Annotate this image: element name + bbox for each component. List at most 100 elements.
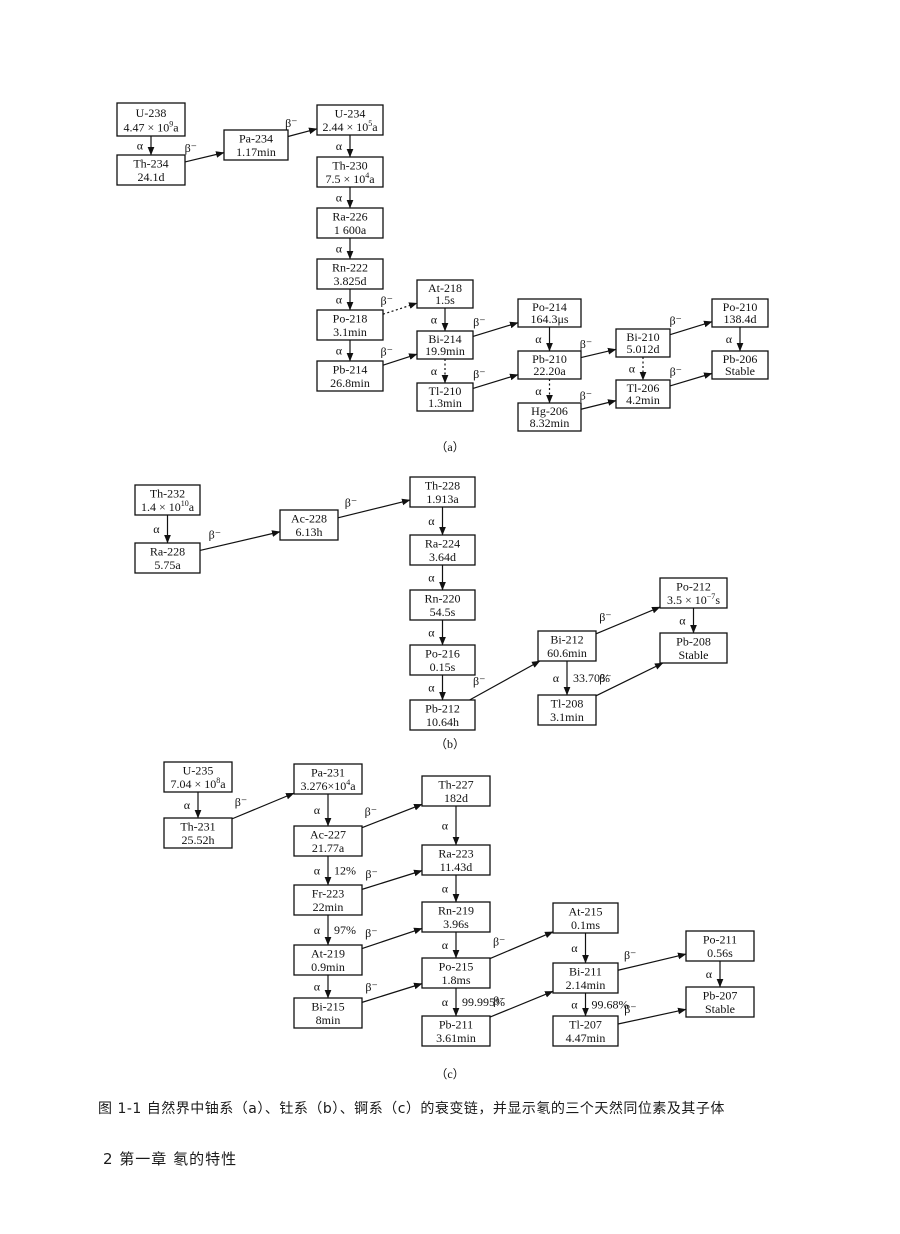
decay-arrow-th227-to-ra223: α	[442, 806, 460, 846]
nuclide-name: Po-211	[703, 933, 737, 947]
nuclide-box-frame	[316, 258, 384, 290]
nuclide-name: Th-228	[425, 479, 460, 493]
nuclide-half-life: 2.44 × 105a	[322, 119, 378, 134]
nuclide-box-frame	[416, 330, 474, 360]
decay-arrow-po216-to-pb212: α	[428, 675, 446, 701]
decay-arrow-bi210-to-tl206: α	[629, 357, 647, 381]
alpha-decay-label: α	[314, 803, 321, 817]
nuclide-box-frame	[293, 944, 363, 976]
nuclide-name: Pb-214	[333, 363, 368, 377]
decay-arrow-line	[231, 792, 295, 820]
decay-arrow-fr223-to-ra223: β⁻	[361, 867, 423, 890]
decay-arrow-line	[669, 372, 713, 387]
nuclide-box-frame	[409, 476, 476, 508]
nuclide-half-life: 5.75a	[154, 558, 181, 572]
decay-arrow-at219-to-bi215: α	[314, 975, 332, 999]
decay-arrow-ac228-to-th228: β⁻	[337, 495, 411, 519]
nuclide-name: Tl-210	[429, 384, 462, 398]
nuclide-box-frame	[293, 763, 363, 795]
nuclide-half-life: 138.4d	[724, 312, 757, 326]
decay-arrow-line	[382, 302, 418, 315]
beta-decay-label: β⁻	[285, 116, 297, 130]
nuclide-half-life: 22.20a	[533, 364, 566, 378]
nuclide-name: At-215	[569, 905, 603, 919]
nuclide-half-life: 1.17min	[236, 145, 276, 159]
decay-arrow-tl208-to-pb208: β⁻	[595, 662, 664, 697]
alpha-decay-label: α	[153, 522, 160, 536]
alpha-decay-label: α	[428, 571, 435, 585]
decay-arrow-line	[580, 399, 617, 410]
alpha-decay-label: α	[431, 364, 438, 378]
alpha-decay-label: α	[314, 864, 321, 878]
beta-decay-label: β⁻	[473, 674, 485, 688]
nuclide-box-frame	[421, 901, 491, 933]
beta-decay-label: β⁻	[365, 926, 377, 940]
alpha-decay-label: α	[428, 514, 435, 528]
nuclide-box-frame	[615, 379, 671, 409]
decay-arrow-po214-to-pb210: α	[535, 327, 553, 352]
nuclide-box-frame	[421, 844, 491, 876]
alpha-decay-label: α	[442, 938, 449, 952]
nuclide-name: Po-218	[333, 312, 368, 326]
nuclide-half-life: 3.276×104a	[300, 778, 356, 793]
nuclide-half-life: 0.1ms	[571, 918, 600, 932]
decay-arrow-line	[617, 1007, 687, 1025]
alpha-decay-label: α	[535, 332, 542, 346]
nuclide-name: At-218	[428, 281, 462, 295]
nuclide-box-frame	[163, 817, 233, 849]
decay-arrow-line	[472, 373, 519, 389]
nuclide-half-life: 10.64h	[426, 715, 459, 729]
alpha-decay-label: α	[535, 384, 542, 398]
nuclide-name: Bi-212	[550, 633, 583, 647]
nuclide-box-frame	[552, 1015, 619, 1047]
nuclide-half-life: 1.8ms	[441, 973, 470, 987]
nuclide-name: Th-234	[133, 157, 168, 171]
decay-arrow-po210-to-pb206: α	[726, 327, 744, 352]
nuclide-half-life: 5.012d	[627, 342, 660, 356]
nuclide-half-life: 0.56s	[707, 946, 733, 960]
nuclide-half-life: 3.61min	[436, 1031, 476, 1045]
decay-arrow-u235-to-th231: α	[184, 792, 202, 819]
nuclide-half-life: 19.9min	[425, 344, 465, 358]
decay-arrow-line	[472, 321, 519, 337]
nuclide-name: Ac-227	[310, 828, 346, 842]
decay-arrow-tl207-to-pb207: β⁻	[617, 1002, 687, 1025]
nuclide-name: Po-215	[439, 960, 474, 974]
nuclide-box-frame	[409, 699, 476, 731]
nuclide-half-life: 24.1d	[138, 170, 165, 184]
beta-decay-label: β⁻	[624, 948, 636, 962]
nuclide-box-frame	[659, 632, 728, 664]
decay-arrow-line	[337, 498, 411, 519]
beta-decay-label: β⁻	[209, 528, 221, 542]
nuclide-box-frame	[163, 761, 233, 793]
decay-arrow-line	[199, 530, 281, 552]
decay-arrow-bi215-to-po215: β⁻	[361, 980, 423, 1003]
nuclide-box-frame	[537, 694, 597, 726]
nuclide-name: Pb-212	[425, 702, 460, 716]
alpha-decay-label: α	[442, 995, 449, 1009]
nuclide-half-life: 1 600a	[334, 223, 367, 237]
alpha-decay-label: α	[336, 344, 343, 358]
nuclide-box-frame	[685, 930, 755, 962]
nuclide-half-life: 0.15s	[430, 660, 456, 674]
decay-arrow-th232-to-ra228: α	[153, 515, 171, 544]
decay-arrow-line	[489, 931, 554, 960]
decay-arrow-po215-to-at215: β⁻	[489, 931, 554, 960]
nuclide-half-life: 7.04 × 108a	[170, 776, 226, 791]
